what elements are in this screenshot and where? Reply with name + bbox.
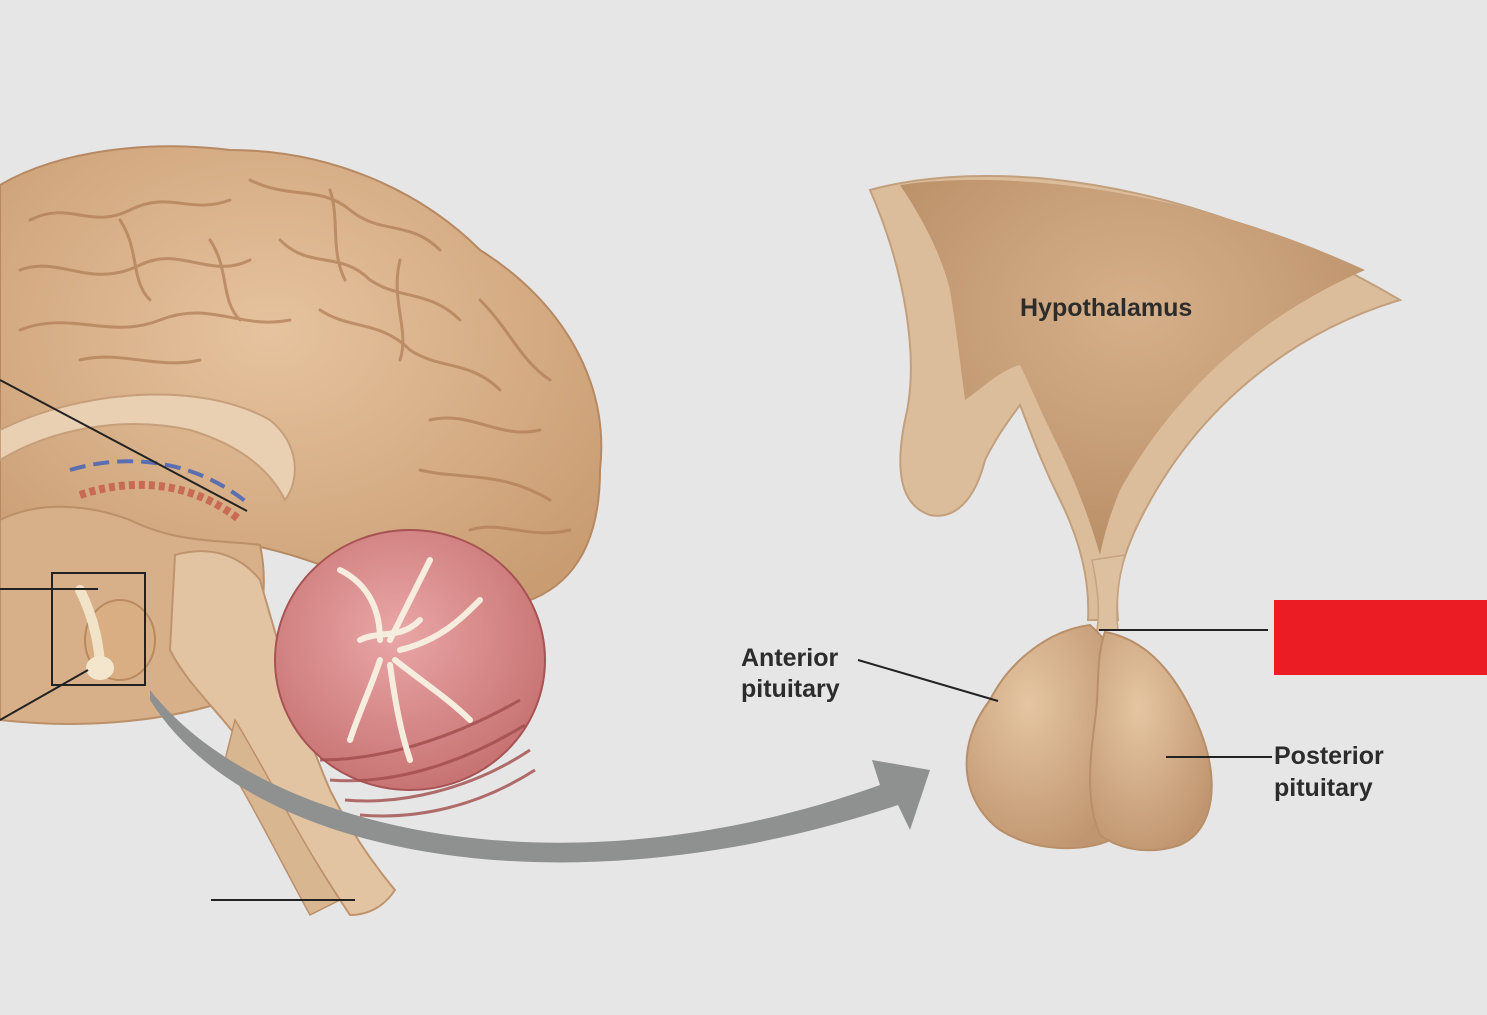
hypothalamus-label: Hypothalamus [1020,294,1193,322]
pituitary-illustration [868,174,1403,852]
anterior-pituitary-label-line2: pituitary [741,675,840,703]
posterior-pituitary-shape [1089,630,1213,852]
gyri-texture [18,178,572,535]
posterior-pituitary-label-line2: pituitary [1274,774,1373,802]
corpus-callosum [0,393,296,502]
curved-arrow-icon [150,690,930,863]
pituitary-focus-box [51,572,146,686]
redaction-box [1274,600,1487,675]
cerebellum [274,529,546,818]
gland-leader-lines [857,629,1272,758]
anterior-pituitary-label-line1: Anterior [741,644,839,672]
brain-leader-lines [0,379,355,901]
posterior-pituitary-label-line1: Posterior [1274,742,1384,770]
brain-illustration [0,145,603,917]
